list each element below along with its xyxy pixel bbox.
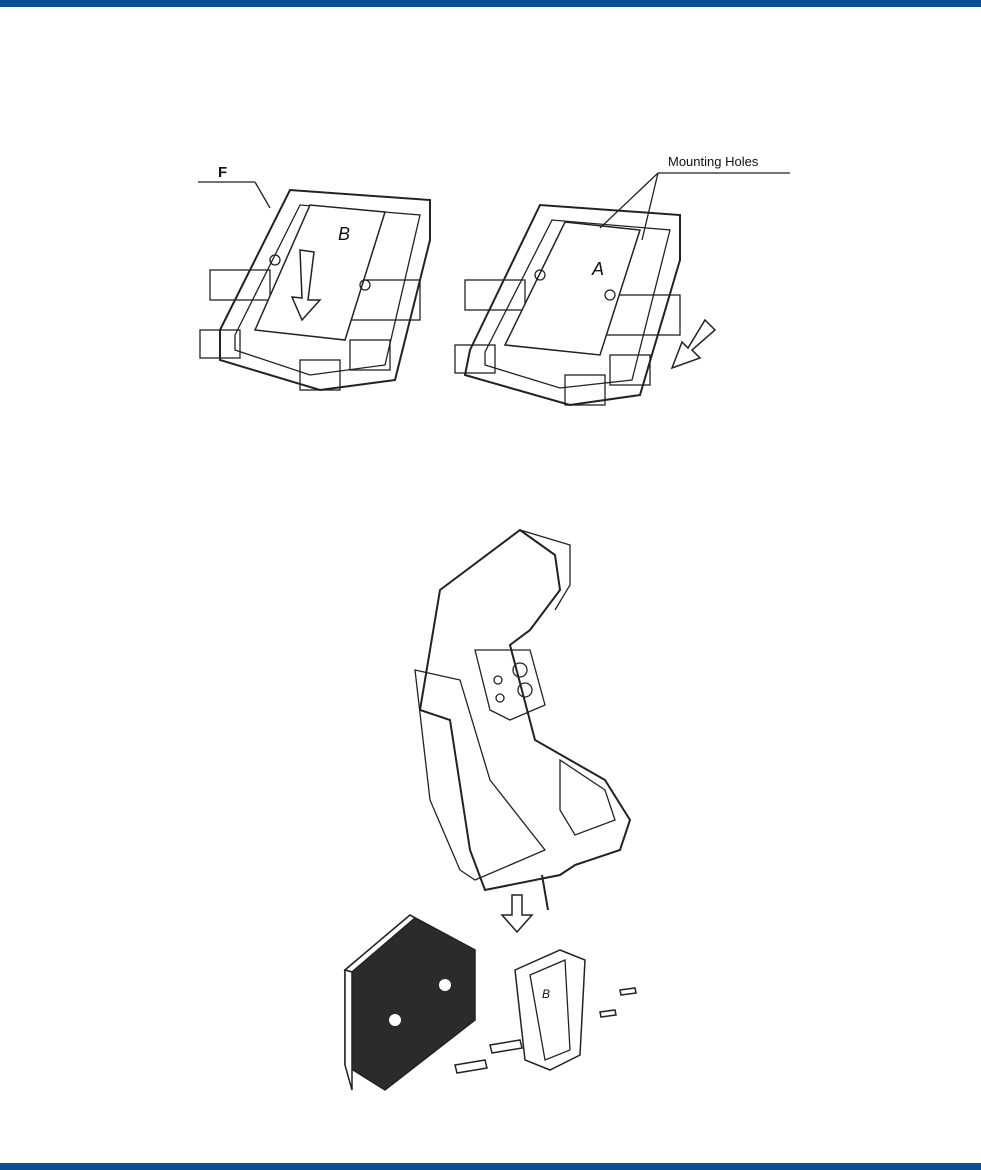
- label-b: B: [338, 224, 350, 244]
- label-a: A: [591, 259, 604, 279]
- label-f: F: [218, 164, 227, 181]
- plate-a-assembly: [455, 173, 790, 405]
- top-rule: [0, 0, 981, 7]
- bottom-rule: [0, 1163, 981, 1170]
- mounting-plates-figure: F B A Mounting Holes: [180, 130, 800, 420]
- wall-pad: [345, 915, 475, 1090]
- plate-b-assembly: [198, 182, 430, 390]
- mounting-plate-b: [515, 950, 585, 1070]
- holder-body: [415, 530, 630, 910]
- mounting-plates-drawing: F B A Mounting Holes: [180, 130, 800, 420]
- down-arrow-icon: [502, 895, 532, 932]
- mounting-holes-label: Mounting Holes: [668, 154, 759, 169]
- plate-label-b: B: [542, 987, 550, 1001]
- holder-assembly-drawing: B: [320, 520, 660, 1100]
- holder-assembly-figure: B: [320, 520, 660, 1100]
